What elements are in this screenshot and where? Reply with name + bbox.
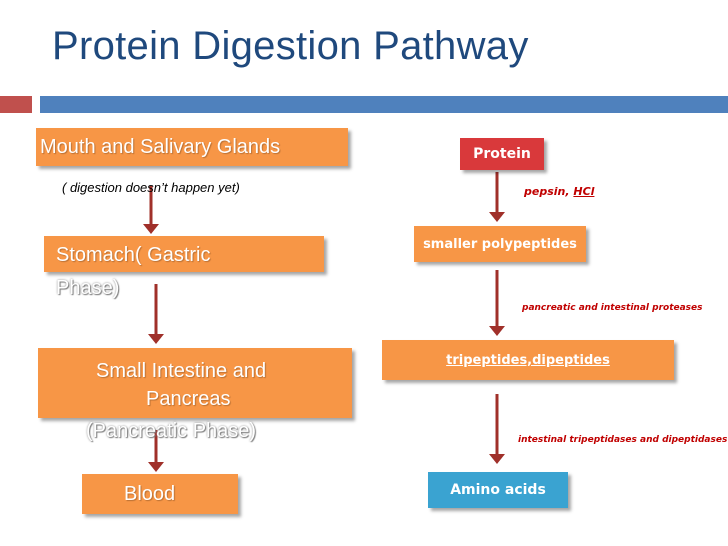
protein-box: Protein (460, 138, 544, 170)
blood-box: Blood (82, 474, 238, 514)
amino-acids-box: Amino acids (428, 472, 568, 508)
polypeptides-label: smaller polypeptides (423, 236, 577, 252)
intestine-label-line2: Pancreas (146, 388, 231, 410)
enzyme-label-proteases: pancreatic and intestinal proteases (522, 303, 703, 313)
amino-acids-label: Amino acids (450, 482, 546, 498)
mouth-note: ( digestion doesn’t happen yet) (62, 180, 240, 195)
enzyme-label-tripeptidases: intestinal tripeptidases and dipeptidase… (518, 435, 728, 445)
enzyme-label-pepsin-text: pepsin, (524, 185, 574, 198)
mouth-label: Mouth and Salivary Glands (40, 136, 281, 158)
title-underline-blue (40, 96, 728, 113)
enzyme-label-hcl: HCl (573, 185, 595, 198)
intestine-box: Small Intestine and Pancreas (38, 348, 352, 418)
stomach-box: Stomach( Gastric (44, 236, 324, 272)
stomach-phase-label: Phase) (56, 277, 120, 299)
blood-label: Blood (124, 483, 176, 505)
intestine-phase-label: (Pancreatic Phase) (86, 420, 257, 442)
enzyme-label-pepsin: pepsin, HCl (524, 185, 594, 198)
stomach-label: Stomach( Gastric (56, 244, 211, 266)
mouth-box: Mouth and Salivary Glands (36, 128, 348, 166)
polypeptides-box: smaller polypeptides (414, 226, 586, 262)
page-title: Protein Digestion Pathway (52, 24, 529, 68)
protein-label: Protein (473, 146, 531, 162)
intestine-label-line1: Small Intestine and (96, 360, 267, 382)
tripeptides-box: tripeptides,dipeptides (382, 340, 674, 380)
tripeptides-label: tripeptides,dipeptides (446, 352, 610, 368)
title-underline-red (0, 96, 32, 113)
